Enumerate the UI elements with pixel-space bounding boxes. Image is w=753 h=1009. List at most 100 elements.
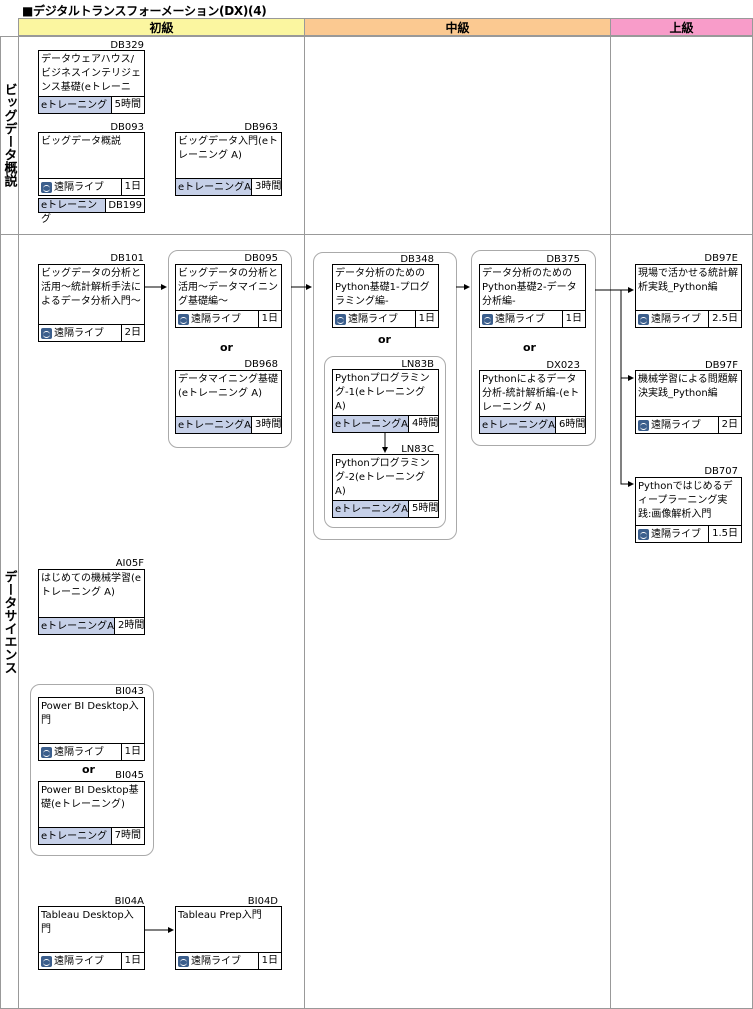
course-duration: 2日 — [717, 417, 741, 433]
course-code: BI04A — [114, 896, 144, 907]
course-code: DB329 — [110, 40, 144, 51]
course-duration: 1日 — [561, 311, 585, 327]
course-group-db095-db968 — [168, 250, 292, 448]
course-code: DB97F — [704, 360, 738, 371]
course-duration: 4時間 — [408, 416, 441, 432]
course-duration: 1.5日 — [708, 526, 741, 542]
course-duration: 2時間 — [114, 618, 147, 634]
delivery-mode: eトレーニングA — [480, 417, 555, 433]
course-group-db375-dx023 — [471, 250, 596, 446]
course-code: DB97E — [704, 253, 738, 264]
course-duration: 3時間 — [251, 417, 284, 433]
course-code: BI045 — [115, 770, 144, 781]
course-code: DB101 — [110, 253, 144, 264]
course-duration: 3時間 — [251, 179, 284, 195]
level-header-intermediate: 中級 — [304, 18, 611, 36]
course-name: Pythonによるデータ分析-統計解析編-(eトレーニング A) — [482, 374, 580, 413]
delivery-mode: 遠隔ライブ — [54, 955, 104, 967]
course-name: Pythonプログラミング-1(eトレーニング A) — [335, 373, 430, 412]
course-code: DB968 — [244, 359, 278, 370]
course-group-db348-ln83 — [313, 252, 457, 540]
delivery-mode: 遠隔ライブ — [651, 313, 701, 325]
course-name: ビッグデータの分析と活用〜データマイニング基礎編〜 — [178, 268, 278, 307]
delivery-mode: eトレーニングA — [176, 179, 251, 195]
course-name: ビッグデータ入門(eトレーニング A) — [178, 136, 279, 161]
delivery-mode: eトレーニング — [39, 199, 106, 225]
remote-live-icon — [41, 746, 52, 758]
course-name: Pythonプログラミング-2(eトレーニング A) — [335, 458, 430, 497]
course-name: データウェアハウス/ビジネスインテリジェンス基礎(eトレーニ — [41, 54, 141, 93]
delivery-mode: 遠隔ライブ — [651, 419, 701, 431]
course-duration: 2日 — [120, 325, 144, 341]
course-name: ビッグデータの分析と活用〜統計解析手法によるデータ分析入門〜 — [41, 268, 141, 307]
course-name: データマイニング基礎(eトレーニング A) — [178, 374, 278, 399]
course-name: データ分析のためのPython基礎2-データ分析編- — [482, 268, 577, 307]
remote-live-icon — [178, 313, 189, 325]
course-code: LN83B — [401, 359, 434, 370]
course-code: DB348 — [400, 254, 434, 265]
course-duration: 1日 — [257, 311, 281, 327]
remote-live-icon — [335, 313, 346, 325]
or-label: or — [523, 341, 536, 354]
delivery-mode: 遠隔ライブ — [495, 313, 545, 325]
delivery-mode: eトレーニング — [39, 828, 111, 844]
remote-live-icon — [638, 528, 649, 540]
remote-live-icon — [638, 313, 649, 325]
course-card-dx023[interactable]: Pythonによるデータ分析-統計解析編-(eトレーニング A) eトレーニング… — [479, 370, 586, 434]
course-name: 現場で活かせる統計解析実践_Python編 — [638, 268, 738, 293]
course-alt-db199[interactable]: eトレーニング DB199 — [38, 198, 145, 225]
delivery-mode: 遠隔ライブ — [54, 181, 104, 193]
course-name: データ分析のためのPython基礎1-プログラミング編- — [335, 268, 430, 307]
course-card-db101[interactable]: ビッグデータの分析と活用〜統計解析手法によるデータ分析入門〜 遠隔ライブ 2日 — [38, 264, 145, 342]
course-duration: 5時間 — [110, 97, 144, 113]
delivery-mode: eトレーニングA — [176, 417, 251, 433]
course-code: BI04D — [247, 896, 278, 907]
delivery-mode: eトレーニング — [39, 97, 111, 113]
level-header-advanced: 上級 — [610, 18, 753, 36]
course-name: Power BI Desktop入門 — [41, 701, 139, 726]
course-name: はじめての機械学習(eトレーニング A) — [41, 573, 142, 598]
course-duration: 1日 — [257, 953, 281, 969]
course-duration: 6時間 — [555, 417, 588, 433]
or-label: or — [378, 333, 391, 346]
delivery-mode: 遠隔ライブ — [54, 327, 104, 339]
course-card-db97f[interactable]: 機械学習による問題解決実践_Python編 遠隔ライブ 2日 — [635, 370, 742, 434]
course-duration: 1日 — [414, 311, 438, 327]
course-duration: 1日 — [120, 953, 144, 969]
course-code: LN83C — [401, 444, 434, 455]
remote-live-icon — [482, 313, 493, 325]
course-code: DB707 — [704, 466, 738, 477]
course-name: 機械学習による問題解決実践_Python編 — [638, 374, 738, 399]
course-code: DB199 — [105, 199, 144, 212]
course-name: Power BI Desktop基礎(eトレーニング) — [41, 785, 139, 810]
or-label: or — [82, 763, 95, 776]
delivery-mode: eトレーニングA — [39, 618, 114, 634]
delivery-mode: eトレーニングA — [333, 416, 408, 432]
category-bigdata: ビッグデータ概説 — [1, 83, 17, 187]
delivery-mode: 遠隔ライブ — [54, 746, 104, 758]
remote-live-icon — [41, 181, 52, 193]
remote-live-icon — [41, 327, 52, 339]
course-card-db375[interactable]: データ分析のためのPython基礎2-データ分析編- 遠隔ライブ 1日 — [479, 264, 586, 328]
course-code: DB963 — [244, 122, 278, 133]
course-name: ビッグデータ概説 — [41, 136, 121, 147]
course-group-ln83b-ln83c — [324, 356, 446, 528]
category-datascience: データサイエンス — [1, 569, 17, 674]
level-header-beginner: 初級 — [18, 18, 305, 36]
course-duration: 7時間 — [110, 828, 144, 844]
